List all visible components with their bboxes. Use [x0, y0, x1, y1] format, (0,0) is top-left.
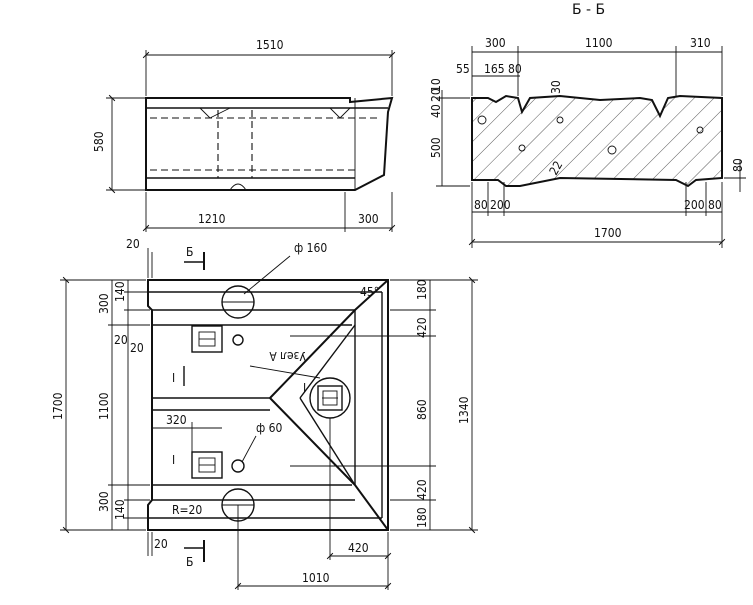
dim-slope: 22	[546, 159, 565, 178]
dim-860: 860	[415, 399, 429, 420]
dim-bottom-1010: 1010	[302, 571, 330, 585]
dim-bottom-200-right: 200	[684, 198, 705, 212]
dim-140-bottom: 140	[113, 499, 127, 520]
dim-20-bottom: 20	[154, 537, 168, 551]
dim-40: 40	[429, 104, 443, 118]
node-a-label: Узел А	[269, 349, 306, 363]
section-title: Б - Б	[572, 2, 605, 18]
dim-55: 55	[456, 62, 470, 76]
dim-300-top: 300	[97, 293, 111, 314]
dim-length: 1510	[256, 38, 284, 52]
section-body	[471, 94, 723, 188]
section-mark-top: Б	[186, 245, 193, 259]
top-view: 1510 580 1210 300	[92, 38, 396, 232]
dim-20: 20	[429, 88, 443, 102]
dim-180-top: 180	[415, 279, 429, 300]
dim-bottom-200-left: 200	[490, 198, 511, 212]
dim-420-bottom: 420	[415, 479, 429, 500]
dim-plan-total: 1700	[51, 392, 65, 420]
socket-bottom	[191, 451, 223, 479]
plan-view: Б Б Узел А	[51, 237, 478, 590]
dim-top-right: 310	[690, 36, 711, 50]
dim-section-total: 1700	[594, 226, 622, 240]
dim-end: 300	[358, 212, 379, 226]
node-a-socket	[309, 377, 351, 419]
dim-1340: 1340	[457, 396, 471, 424]
section-bb: Б - Б 300 1100 310 55 165 80 30 40 20 10…	[429, 2, 746, 248]
dim-10: 10	[429, 78, 443, 92]
socket-top	[191, 325, 223, 353]
cut-mark-left-2: I	[172, 453, 175, 467]
radius-label: R=20	[172, 503, 202, 517]
dim-20-top: 20	[126, 237, 140, 251]
hole-large-label: ф 160	[294, 241, 327, 255]
hole-small-label: ф 60	[256, 421, 283, 435]
dim-top-left: 300	[485, 36, 506, 50]
dim-20-left-b: 20	[130, 341, 144, 355]
dim-height: 580	[92, 131, 106, 152]
dim-20-left-a: 20	[114, 333, 128, 347]
dim-320: 320	[166, 413, 187, 427]
dim-bottom-80-left: 80	[474, 198, 488, 212]
dim-300-bottom: 300	[97, 491, 111, 512]
dim-80-top: 80	[508, 62, 522, 76]
dim-1100: 1100	[97, 392, 111, 420]
dim-right-80: 80	[731, 158, 745, 172]
section-mark-bottom: Б	[186, 555, 193, 569]
dim-165: 165	[484, 62, 505, 76]
dim-bottom-80-right: 80	[708, 198, 722, 212]
dim-section-height: 500	[429, 137, 443, 158]
dim-bottom-420: 420	[348, 541, 369, 555]
dim-180-bottom: 180	[415, 507, 429, 528]
dim-top-mid: 1100	[585, 36, 613, 50]
dim-140-top: 140	[113, 281, 127, 302]
angle-label: 45°	[360, 285, 379, 299]
dim-30: 30	[549, 80, 563, 94]
dim-420-top: 420	[415, 317, 429, 338]
cut-mark-node: I	[303, 381, 306, 395]
cut-mark-left: I	[172, 371, 175, 385]
dim-inner: 1210	[198, 212, 226, 226]
